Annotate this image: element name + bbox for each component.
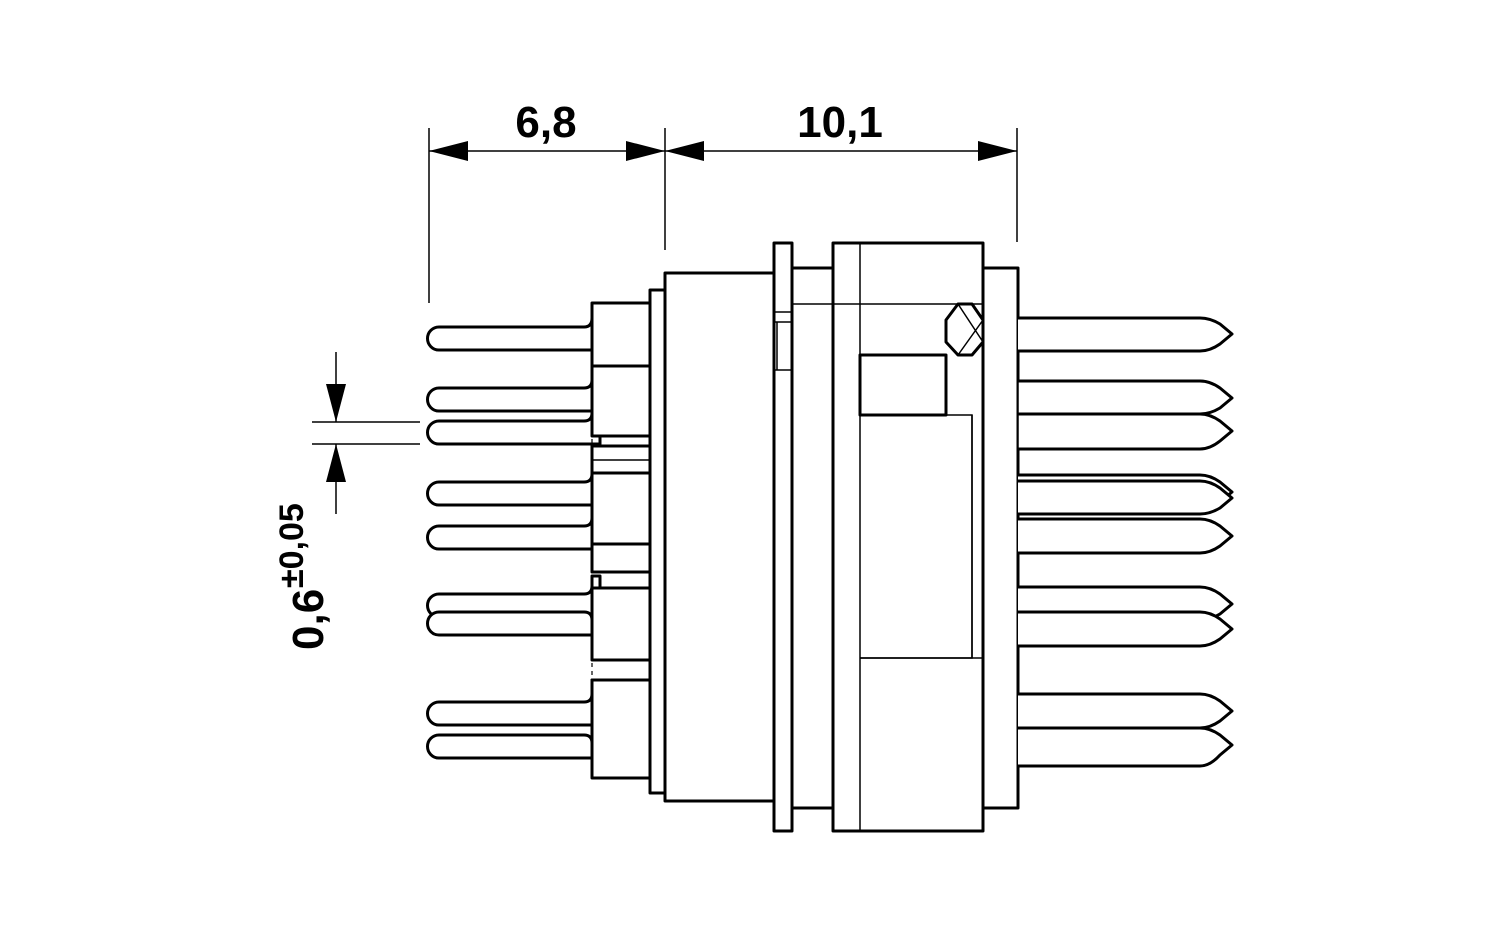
collar-block bbox=[590, 678, 652, 780]
dimension-width-right: 10,1 bbox=[665, 98, 1018, 242]
pin-arrowhead-bottom bbox=[326, 444, 346, 482]
pin-collars bbox=[590, 301, 652, 780]
pin-thickness-value: 0,6 bbox=[284, 589, 333, 650]
right-pin bbox=[1018, 517, 1234, 555]
left-pin bbox=[426, 610, 602, 642]
left-pin bbox=[426, 444, 602, 507]
right-pin bbox=[1018, 726, 1234, 768]
dimension-pin-thickness: 0,6 ±0,05 bbox=[273, 352, 420, 650]
neck bbox=[790, 266, 835, 810]
pin-tolerance-value: ±0,05 bbox=[273, 503, 311, 588]
collar-block bbox=[590, 586, 652, 662]
collar-block bbox=[590, 364, 652, 438]
arrowhead-left-start bbox=[429, 141, 468, 161]
main-housing bbox=[663, 271, 778, 803]
left-pin bbox=[426, 678, 602, 727]
arrowhead-right-end bbox=[978, 141, 1017, 161]
right-pin bbox=[1018, 692, 1234, 730]
right-pin bbox=[1018, 412, 1234, 451]
right-pin bbox=[1018, 610, 1234, 648]
right-pins bbox=[1018, 316, 1234, 768]
left-pin bbox=[426, 409, 602, 446]
collar-block bbox=[590, 471, 652, 546]
arrowhead-right-start bbox=[665, 141, 704, 161]
arrowhead-left-end bbox=[626, 141, 665, 161]
left-pin bbox=[426, 733, 602, 762]
pin-thickness-label: 0,6 ±0,05 bbox=[273, 503, 333, 650]
dimension-label-left: 6,8 bbox=[515, 98, 576, 147]
left-pin bbox=[426, 510, 602, 551]
right-pin bbox=[1018, 479, 1234, 516]
left-pin bbox=[426, 364, 602, 413]
dimension-width-left: 6,8 bbox=[428, 98, 666, 303]
left-pin bbox=[426, 306, 602, 352]
pin-arrowhead-top bbox=[326, 384, 346, 422]
rear-body bbox=[981, 266, 1020, 810]
left-pins bbox=[426, 306, 602, 762]
right-pin bbox=[1018, 316, 1234, 353]
hex-groove-line bbox=[957, 303, 984, 343]
dimension-label-right: 10,1 bbox=[797, 98, 883, 147]
hex-groove bbox=[944, 302, 985, 357]
right-pin bbox=[1018, 379, 1234, 416]
hex-groove-line bbox=[957, 319, 984, 356]
